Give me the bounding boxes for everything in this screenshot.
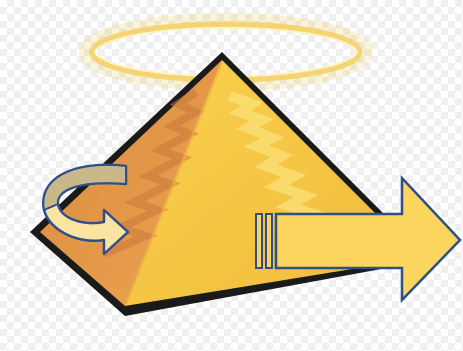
image-canvas (0, 0, 463, 351)
pyramid-illustration (0, 0, 463, 351)
